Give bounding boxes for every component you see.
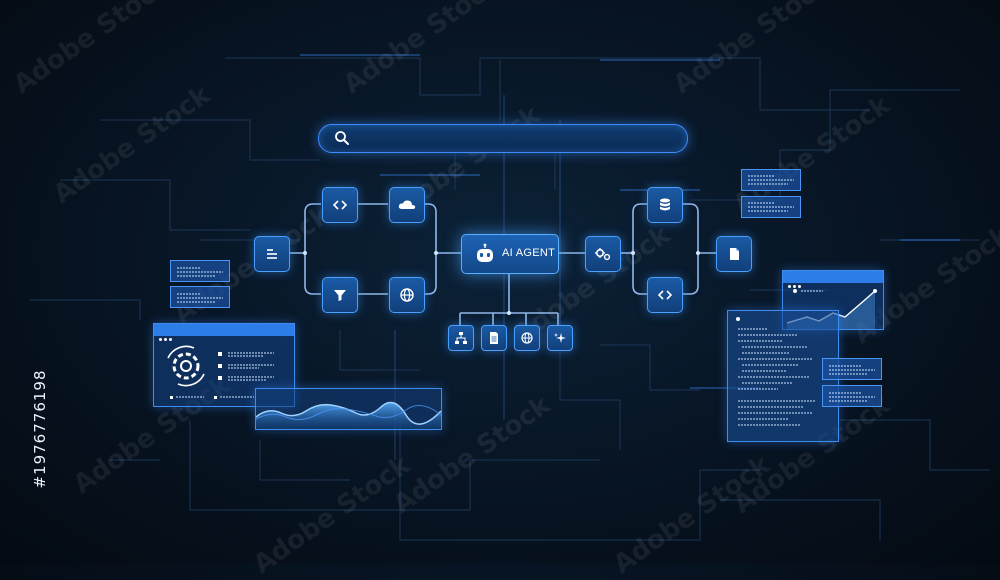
code-icon [657,290,673,300]
document-icon [490,332,498,344]
gears-icon [595,248,611,261]
globe-icon [521,332,533,344]
waveform-panel [255,388,442,430]
info-tag [741,196,801,218]
window-controls[interactable] [159,328,174,346]
document-window [727,310,839,442]
robot-icon [477,243,493,262]
output-document-node[interactable] [716,236,752,272]
code-node-right[interactable] [647,277,683,313]
code-node[interactable] [322,187,358,223]
code-icon [332,200,348,210]
filter-icon [334,290,346,301]
flow-connectors [288,203,716,325]
document-tool[interactable] [481,325,507,351]
document-icon [730,248,739,260]
globe-node[interactable] [389,277,425,313]
waveform-chart [255,401,442,429]
database-icon [660,198,670,211]
text-lines-icon [177,267,223,277]
sitemap-tool[interactable] [448,325,474,351]
window-titlebar [154,324,294,341]
text-lines-icon [829,392,875,402]
sparkle-icon [554,333,566,343]
search-bar[interactable] [318,124,688,153]
text-lines-icon [748,202,794,212]
text-lines-icon [829,365,875,375]
text-lines-icon [177,293,223,303]
cloud-node[interactable] [389,187,425,223]
sparkle-tool[interactable] [547,325,573,351]
info-tag [741,169,801,191]
globe-tool[interactable] [514,325,540,351]
text-document [736,317,816,426]
sitemap-icon [455,332,467,344]
window-controls[interactable] [788,275,803,293]
window-titlebar [783,271,883,288]
text-lines-icon [748,175,794,185]
ai-agent-label: AI AGENT [502,247,556,259]
filter-node[interactable] [322,277,358,313]
info-tag [822,358,882,380]
info-tag [170,286,230,308]
ai-agent-node[interactable]: AI AGENT [461,234,559,274]
database-node[interactable] [647,187,683,223]
settings-sync-icon [167,345,274,399]
chart-window [782,270,884,330]
info-tag [822,385,882,407]
gears-node[interactable] [585,236,621,272]
globe-icon [400,288,414,302]
search-input[interactable] [359,129,673,149]
info-tag [170,260,230,282]
input-node[interactable] [254,236,290,272]
cloud-icon [398,200,416,209]
menu-lines-icon [267,249,277,259]
search-icon [335,131,349,145]
